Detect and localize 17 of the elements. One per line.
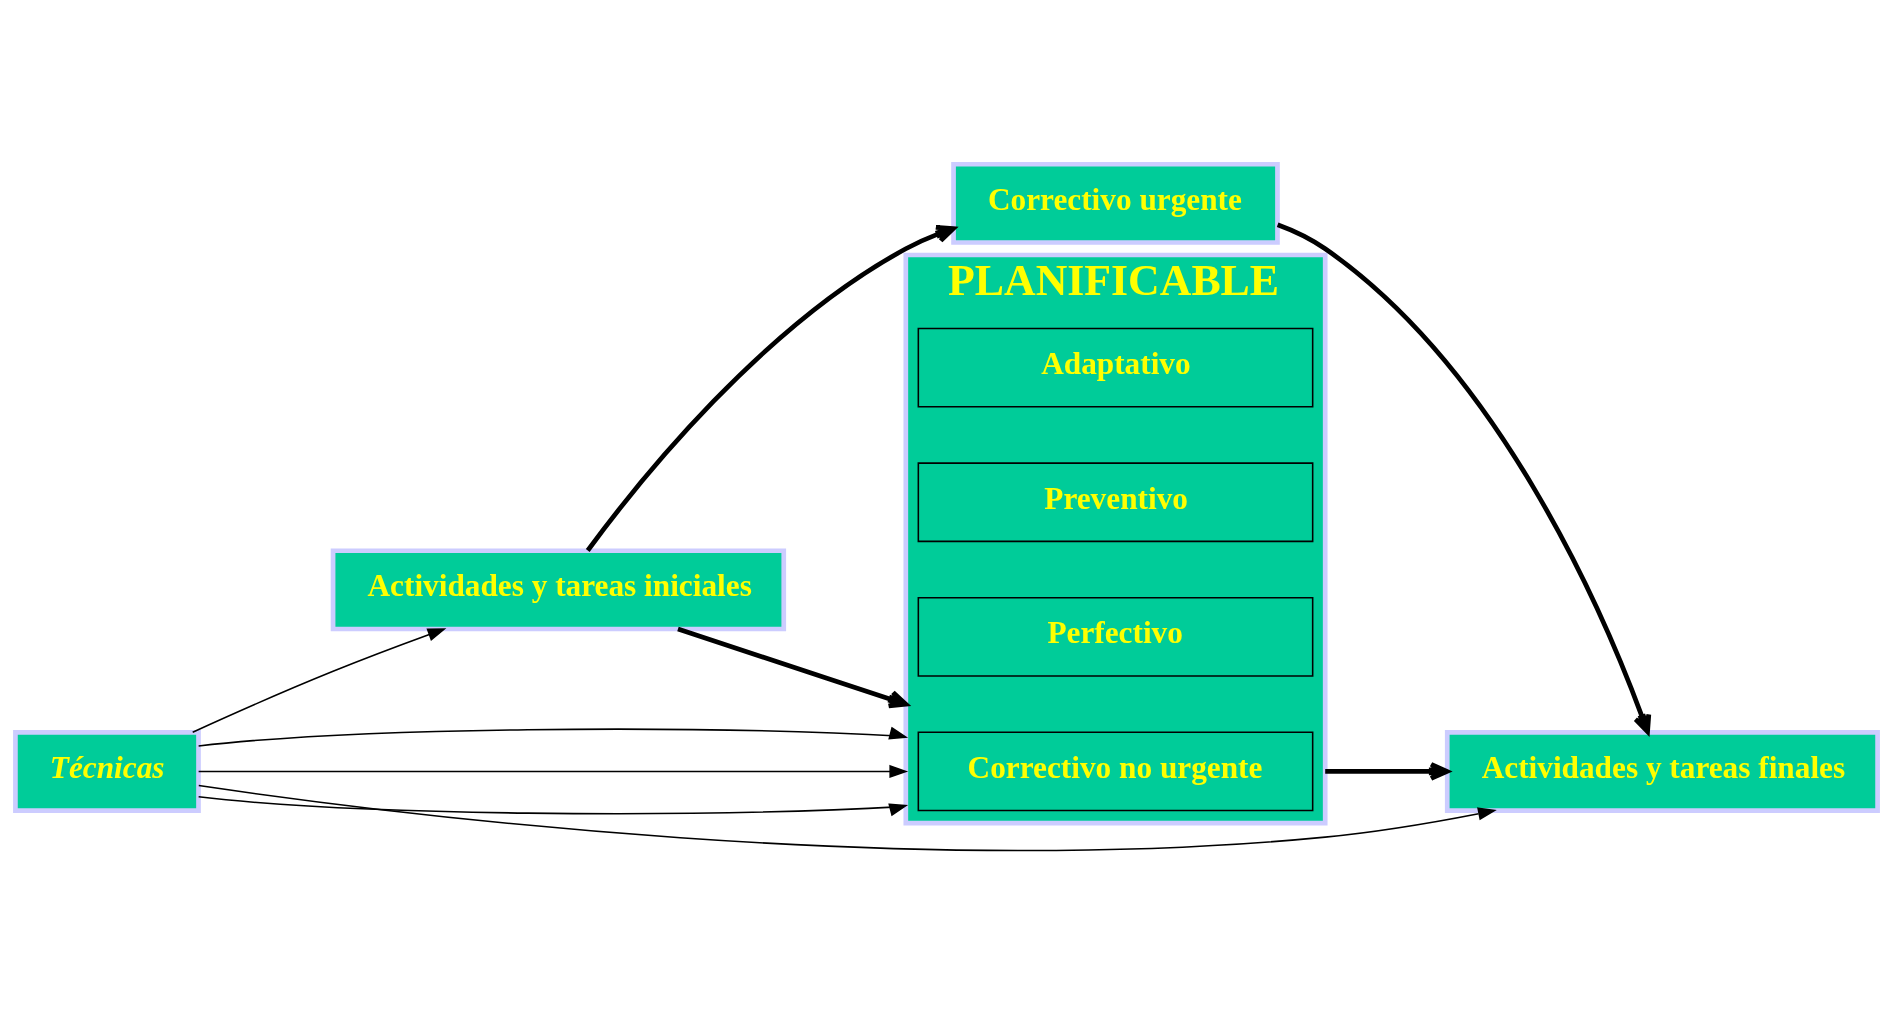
arrow [198,784,1497,851]
node-box: Correctivo urgente [951,161,1280,245]
arrow [197,764,909,778]
node-box: Adaptativo [917,327,1314,408]
arrow [197,795,909,816]
node-box: Técnicas [13,729,201,813]
node-box: Preventivo [917,461,1314,542]
arrow [1325,761,1450,781]
node-box: Correctivo no urgente [917,731,1314,811]
arrow [1276,222,1652,734]
arrow [585,224,956,552]
node-box: Actividades y tareas finales [1444,729,1880,813]
node-box: Actividades y tareas iniciales [330,547,787,631]
node-box: Perfectivo [917,596,1314,677]
arrow [191,627,447,733]
arrow [677,626,909,708]
arrow [197,726,909,747]
